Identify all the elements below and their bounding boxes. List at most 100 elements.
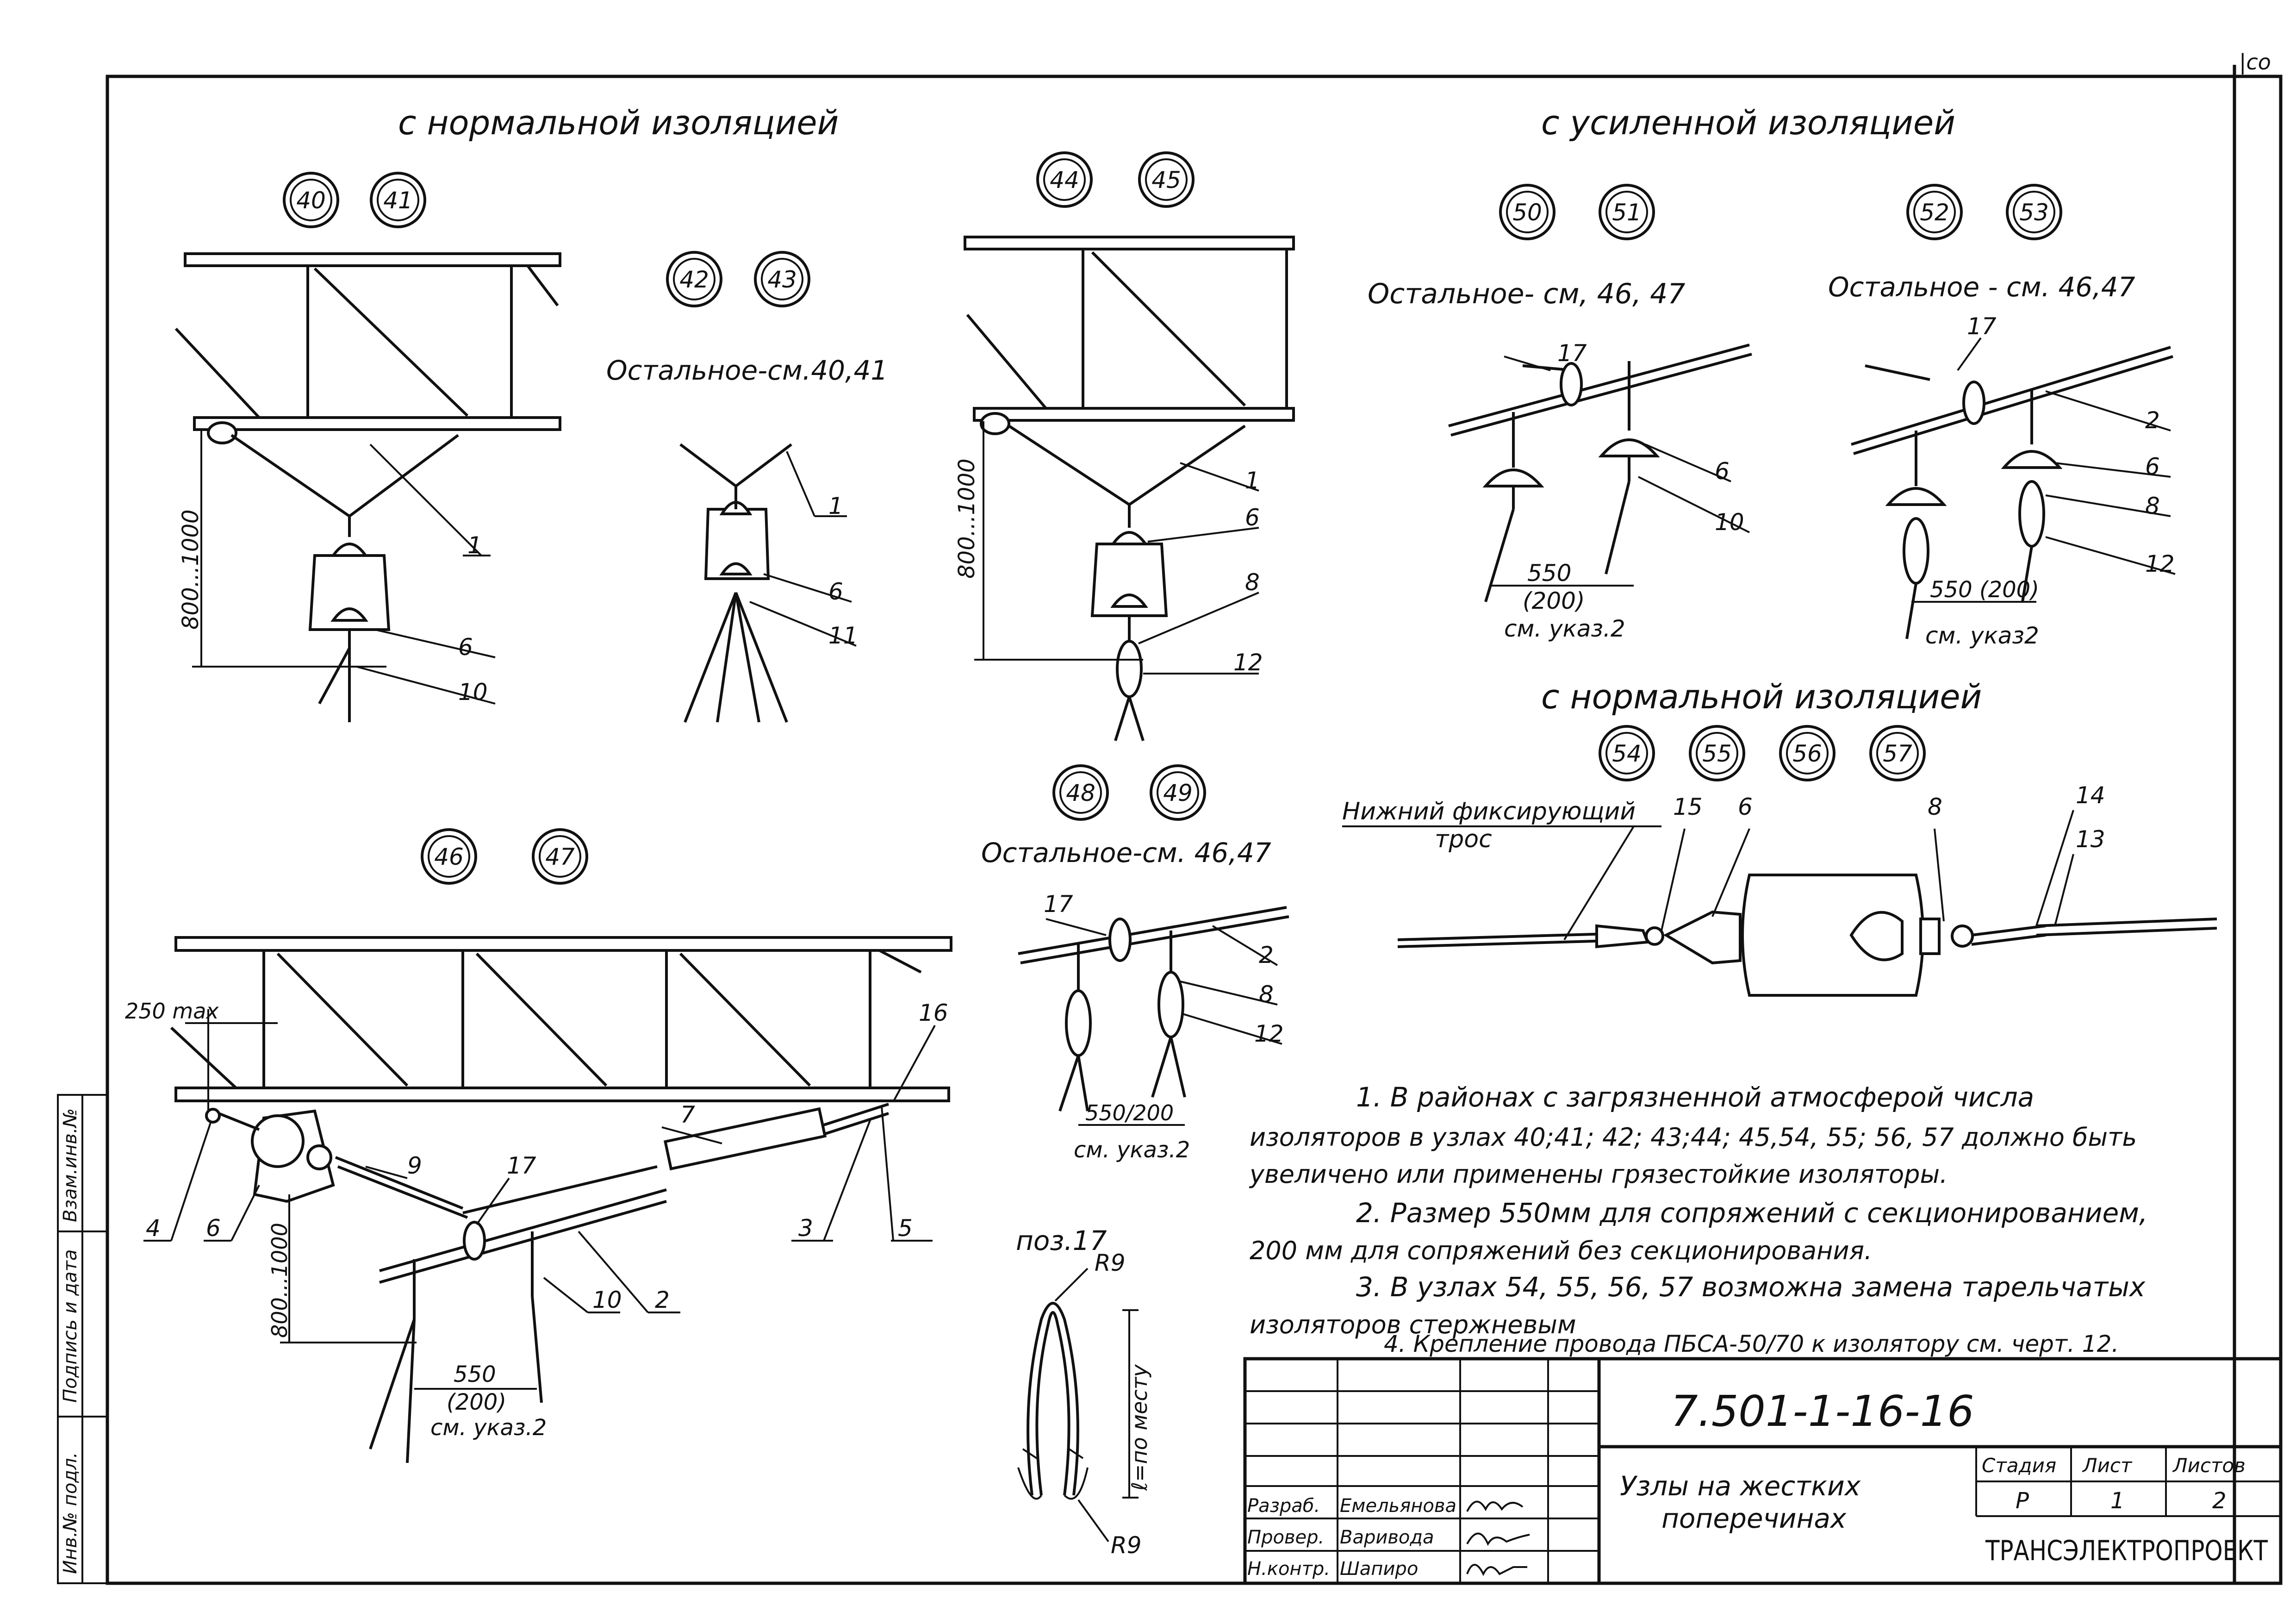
callout-17-50: 17 [1557,340,1587,367]
callout-14-54: 14 [2076,782,2105,809]
node-circle-41: 41 [370,172,426,228]
detail-17-radius-bottom: R9 [1111,1532,1142,1559]
dim-550-200-48: 550/200 [1085,1100,1174,1125]
dim-250-max: 250 max [125,999,219,1024]
callout-1-42: 1 [828,493,843,519]
lower-fixing-cable-label: Нижний фиксирующий [1342,798,1636,825]
see-note-2-48: см. указ.2 [1074,1137,1190,1163]
see-note-2-52: см. указ2 [1925,622,2039,649]
node-46-47-drawing: 250 max 800...1000 550 (200) см. указ.2 … [125,936,952,1463]
callout-3-46: 3 [798,1215,813,1242]
see-note-2-46: см. указ.2 [430,1415,547,1441]
svg-text:52: 52 [1920,199,1949,226]
svg-text:51: 51 [1612,199,1642,226]
dim-200-50: (200) [1523,587,1585,614]
doc-number: 7.501-1-16-16 [1671,1387,1974,1436]
node-circle-48: 48 [1052,764,1109,821]
drawing-frame [106,75,2283,1585]
callout-2-46: 2 [655,1287,670,1313]
node-circle-45: 45 [1138,151,1195,208]
callout-10-50: 10 [1715,509,1744,536]
corner-mark: |co [2239,50,2271,75]
callout-8-54: 8 [1928,793,1942,820]
svg-text:54: 54 [1612,740,1642,767]
callout-7-46: 7 [680,1101,695,1128]
callout-1-40: 1 [467,532,482,559]
node-circle-53: 53 [2006,184,2062,240]
stage-value: Р [2016,1488,2029,1514]
svg-text:46: 46 [434,843,464,870]
node-circle-55: 55 [1689,725,1745,781]
name-checker: Варивода [1340,1527,1434,1548]
node-44-45-drawing: 800...1000 1 6 8 12 [954,236,1295,741]
signature-norm-control [1466,1564,1527,1576]
svg-text:56: 56 [1792,740,1822,767]
stamp-signature-date: Подпись и дата [60,1249,81,1403]
callout-11-42: 11 [828,622,858,649]
svg-text:55: 55 [1702,740,1732,767]
detail-17-drawing: поз.17 R9 R9 ℓ=по месту [1016,1225,1152,1559]
node-48-49-drawing: 17 2 8 12 550/200 см. указ.2 [1018,891,1289,1163]
callout-8-52: 8 [2145,493,2160,519]
remainder-note-52-53: Остальное - см. 46,47 [1828,271,2135,303]
node-42-43-drawing: 1 6 11 [679,443,858,723]
callout-17-52: 17 [1967,313,1997,340]
callout-12-48: 12 [1254,1020,1284,1047]
note-2-line-2: 200 мм для сопряжений без секционировани… [1250,1236,1872,1265]
node-circle-46: 46 [421,828,477,885]
callout-15-54: 15 [1673,793,1703,820]
header-normal-insulation-top: с нормальной изоляцией [398,103,839,142]
callout-6-52: 6 [2145,453,2160,480]
organization-name: ТРАНСЭЛЕКТРОПРОЕКТ [1985,1535,2268,1567]
sheet-label: Лист [2082,1454,2133,1477]
callout-6-50: 6 [1715,458,1730,485]
dim-550-200-52: 550 (200) [1930,577,2039,603]
callout-12-52: 12 [2145,550,2175,577]
node-circle-54: 54 [1599,725,1655,781]
dim-550-46: 550 [454,1362,496,1387]
stage-label: Стадия [1982,1454,2056,1477]
dim-800-1000-40: 800...1000 [178,509,204,630]
callout-2-48: 2 [1259,942,1274,968]
dim-800-1000-46: 800...1000 [267,1223,292,1338]
svg-text:42: 42 [679,266,709,293]
callout-8-44: 8 [1245,569,1260,596]
callout-6-44: 6 [1245,504,1260,531]
role-checker: Провер. [1247,1527,1324,1548]
node-40-41-drawing: 800...1000 1 6 10 [174,252,561,722]
note-3-line-1: 3. В узлах 54, 55, 56, 57 возможна замен… [1356,1271,2146,1303]
callout-10-40: 10 [458,679,488,706]
svg-text:43: 43 [767,266,797,293]
callout-6-54: 6 [1738,793,1753,820]
callout-1-44: 1 [1245,467,1260,494]
dim-200-46: (200) [447,1389,506,1415]
svg-text:53: 53 [2019,199,2049,226]
header-normal-insulation-mid: с нормальной изоляцией [1541,677,1982,716]
node-circle-50: 50 [1499,184,1556,240]
node-circle-44: 44 [1036,151,1093,208]
header-reinforced-insulation: с усиленной изоляцией [1541,103,1955,142]
svg-text:40: 40 [296,187,326,214]
stamp-original-inv: Инв.№ подл. [60,1452,81,1574]
remainder-note-42-43: Остальное-см.40,41 [606,355,888,386]
node-52-53-drawing: 17 2 6 8 12 550 (200) см. указ2 [1851,313,2176,649]
node-circle-43: 43 [754,251,810,307]
title-block: 7.501-1-16-16 Узлы на жестких поперечина… [1243,1357,2283,1585]
callout-6-46: 6 [206,1215,221,1242]
lower-fixing-cable-label-2: трос [1435,825,1492,853]
side-stamp: Инв.№ подл. Подпись и дата Взам.инв.№ [57,1094,108,1584]
callout-10-46: 10 [592,1287,622,1313]
svg-text:41: 41 [383,187,413,214]
callout-6-42: 6 [828,578,843,605]
name-developer: Емельянова [1340,1495,1456,1517]
sheets-label: Листов [2172,1454,2246,1477]
callout-12-44: 12 [1233,649,1263,676]
title-line-1: Узлы на жестких [1620,1470,1861,1502]
note-1-line-1: 1. В районах с загрязненной атмосферой ч… [1356,1081,2034,1113]
note-2-line-1: 2. Размер 550мм для сопряжений с секцион… [1356,1197,2147,1229]
callout-5-46: 5 [898,1215,913,1242]
node-50-51-drawing: 17 6 10 550 (200) см. указ.2 [1448,340,1752,642]
detail-17-radius-top: R9 [1095,1249,1126,1276]
